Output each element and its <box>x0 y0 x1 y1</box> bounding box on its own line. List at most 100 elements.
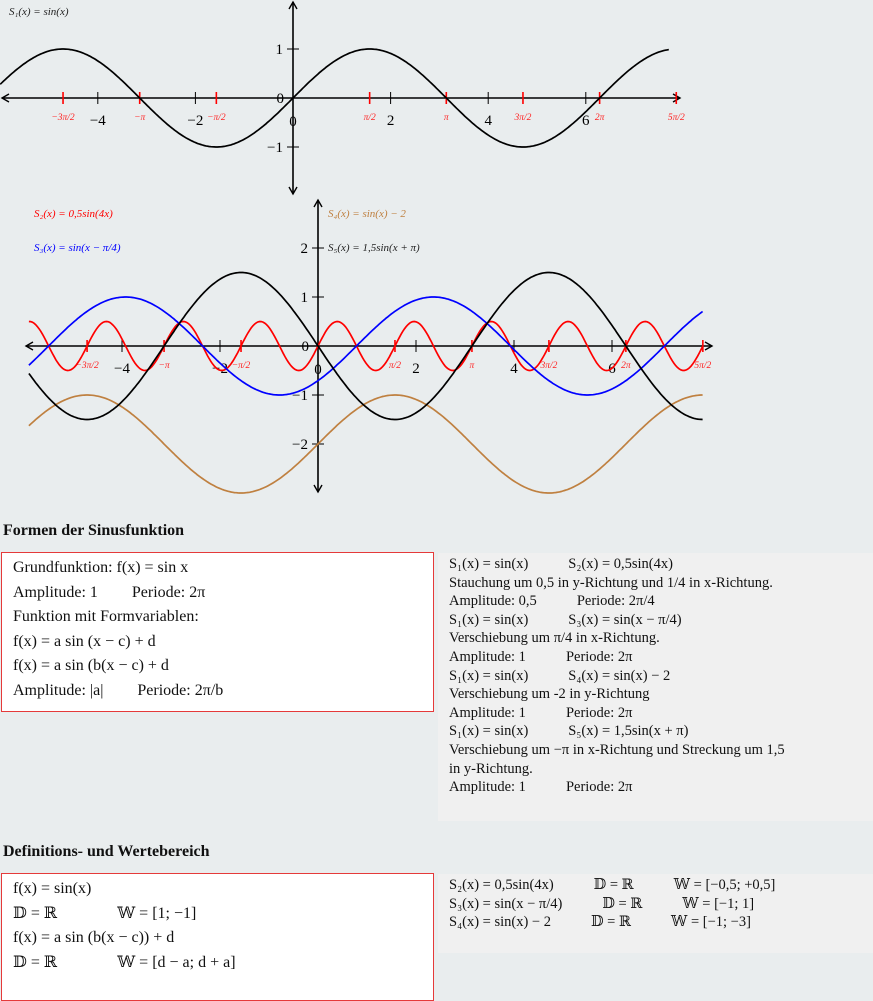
text-segment: Verschiebung um -2 in y-Richtung <box>449 686 650 703</box>
section-heading-domain-range: Definitions- und Wertebereich <box>3 843 210 860</box>
text-segment: f(x) = a sin (b(x − c)) + d <box>13 929 175 946</box>
y-tick-label: −1 <box>267 140 283 156</box>
text-segment: 𝔻 = ℝ <box>13 904 58 922</box>
pi-tick-label: π/2 <box>364 113 376 123</box>
text-segment: 𝕎 = [−1; 1] <box>682 895 755 912</box>
text-segment: 𝕎 = [1; −1] <box>117 904 197 922</box>
legend-s3: S₃(x) = sin(x − π/4) <box>34 242 121 254</box>
x-tick-label: 2 <box>387 113 395 129</box>
text-segment: 𝕎 = [−1; −3] <box>671 914 751 931</box>
pi-tick-label: 3π/2 <box>514 113 532 123</box>
text-line: Verschiebung um −π in x-Richtung und Str… <box>449 741 862 760</box>
basic-forms-box: Grundfunktion: f(x) = sin x Amplitude: 1 P… <box>1 552 434 712</box>
text-segment: S₂(x) = 0,5sin(4x) <box>568 556 673 572</box>
text-segment: Verschiebung um π/4 in x-Richtung. <box>449 630 660 647</box>
pi-tick-label: 5π/2 <box>668 113 685 123</box>
x-tick-label: 2 <box>412 361 420 377</box>
text-segment: S₂(x) = 0,5sin(4x) <box>449 877 554 893</box>
text-segment: S₁(x) = sin(x) <box>449 611 529 628</box>
text-segment: Amplitude: 1 <box>449 779 526 796</box>
text-line: in y-Richtung. <box>449 760 862 779</box>
text-segment: in y-Richtung. <box>449 760 533 777</box>
text-segment: f(x) = sin(x) <box>13 880 92 897</box>
text-line: f(x) = a sin (x − c) + d <box>13 630 422 655</box>
text-line: S₁(x) = sin(x) S₅(x) = 1,5sin(x + π) <box>449 722 862 741</box>
text-segment: Verschiebung um −π in x-Richtung und Str… <box>449 741 785 758</box>
plot-title: S₁(x) = sin(x) <box>9 6 69 18</box>
text-segment: Periode: 2π <box>565 704 633 721</box>
section-heading-forms: Formen der Sinusfunktion <box>3 522 185 539</box>
legend-s2: S₂(x) = 0,5sin(4x) <box>34 208 113 220</box>
text-segment: Amplitude: 1 <box>449 704 526 721</box>
text-segment: S₄(x) = sin(x) − 2 <box>449 914 551 931</box>
text-segment: 𝕎 = [d − a; d + a] <box>117 953 236 971</box>
text-line: S₃(x) = sin(x − π/4) 𝔻 = ℝ 𝕎 = [−1; 1] <box>449 895 862 914</box>
x-axis-arrow-left <box>0 93 10 103</box>
text-line: Stauchung um 0,5 in y-Richtung und 1/4 i… <box>449 574 862 593</box>
text-line: Amplitude: |a|Periode: 2π/b <box>13 679 422 704</box>
text-segment: 𝕎 = [−0,5; +0,5] <box>673 877 776 893</box>
series-s5-curve <box>28 271 703 421</box>
text-segment: Amplitude: 1 <box>13 583 98 601</box>
text-segment: Periode: 2π <box>565 648 633 665</box>
y-axis-arrow-top <box>288 0 298 10</box>
text-segment: Amplitude: 0,5 <box>449 593 537 610</box>
text-segment: S₁(x) = sin(x) <box>449 556 529 572</box>
x-tick-label: 6 <box>582 113 590 129</box>
y-tick-label: 2 <box>301 241 309 257</box>
series-s3-curve <box>28 296 704 396</box>
y-axis-arrow-top <box>313 198 323 208</box>
text-segment: 𝔻 = ℝ <box>590 914 632 931</box>
text-line: S₂(x) = 0,5sin(4x) 𝔻 = ℝ 𝕎 = [−0,5; +0,5] <box>449 876 862 895</box>
y-axis-arrow-bottom <box>313 484 323 494</box>
x-tick-label: 4 <box>510 361 518 377</box>
text-line: S₁(x) = sin(x)S₄(x) = sin(x) − 2 <box>449 667 862 686</box>
pi-tick-label: −π <box>134 113 145 123</box>
origin-x-label: 0 <box>314 362 322 378</box>
origin-y-label: 0 <box>277 91 285 107</box>
text-segment: Stauchung um 0,5 in y-Richtung und 1/4 i… <box>449 574 773 591</box>
x-tick-label: −2 <box>212 361 228 377</box>
domain-range-box: f(x) = sin(x) 𝔻 = ℝ 𝕎 = [1; −1] f(x) = a si… <box>1 873 434 1001</box>
pi-tick-label: −3π/2 <box>75 361 99 371</box>
text-segment: S₁(x) = sin(x) <box>449 723 529 740</box>
legend-s5: S₅(x) = 1,5sin(x + π) <box>328 242 420 254</box>
text-segment: S₃(x) = sin(x − π/4) <box>449 895 563 912</box>
text-segment: Funktion mit Formvariablen: <box>13 608 199 625</box>
text-segment: Periode: 2π <box>131 583 206 601</box>
pi-tick-label: π/2 <box>389 361 401 371</box>
origin-x-label: 0 <box>289 114 297 130</box>
x-tick-label: −4 <box>114 361 130 377</box>
text-segment: f(x) = a sin (x − c) + d <box>13 632 156 650</box>
y-tick-label: 1 <box>276 42 284 58</box>
text-segment: Periode: 2π/b <box>137 681 224 699</box>
text-line: Grundfunktion: f(x) = sin x <box>13 556 422 581</box>
pi-tick-label: −3π/2 <box>51 113 75 123</box>
text-segment: 𝔻 = ℝ <box>593 877 634 893</box>
pi-tick-label: −π/2 <box>207 113 226 123</box>
pi-tick-label: 2π <box>595 113 605 123</box>
text-line: Amplitude: 1 Periode: 2π <box>449 704 862 723</box>
text-segment: f(x) = a sin (b(x − c) + d <box>13 657 169 674</box>
legend-s4: S₄(x) = sin(x) − 2 <box>328 208 406 220</box>
text-segment: 𝔻 = ℝ <box>602 895 643 912</box>
x-tick-label: −4 <box>90 113 106 129</box>
text-segment: S₅(x) = 1,5sin(x + π) <box>568 723 689 740</box>
x-axis-arrow-right <box>672 93 682 103</box>
pi-tick-label: −π <box>158 361 169 371</box>
y-tick-label: 1 <box>301 290 309 306</box>
origin-y-label: 0 <box>302 339 310 355</box>
text-line: S₁(x) = sin(x)S₃(x) = sin(x − π/4) <box>449 611 862 630</box>
text-segment: S₄(x) = sin(x) − 2 <box>568 667 671 684</box>
text-line: f(x) = sin(x) <box>13 877 422 902</box>
x-axis-arrow-right <box>704 341 714 351</box>
text-segment: Grundfunktion: f(x) = sin x <box>13 559 189 576</box>
text-segment: Periode: 2π/4 <box>576 593 655 610</box>
pi-tick-label: −π/2 <box>232 361 251 371</box>
text-line: Amplitude: 0,5 Periode: 2π/4 <box>449 592 862 611</box>
x-tick-label: 4 <box>484 113 492 129</box>
